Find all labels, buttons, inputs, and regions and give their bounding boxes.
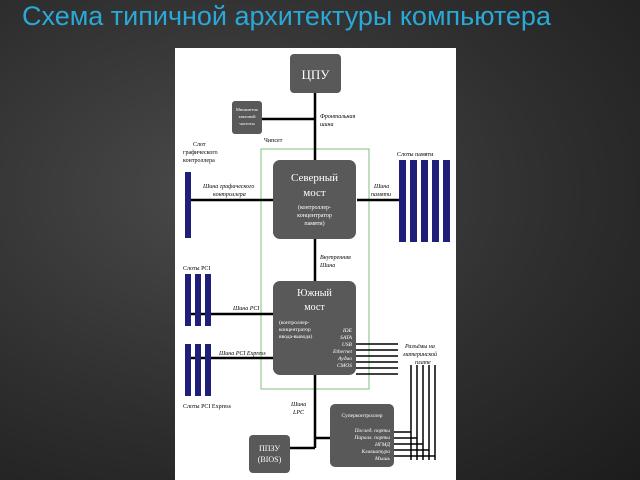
- memory-slots-label: Слоты памяти: [397, 152, 434, 158]
- pci-slot: [195, 274, 201, 326]
- graphics-slot-label-line3: контроллера: [183, 158, 215, 164]
- southbridge-port-usb: USB: [342, 342, 353, 348]
- southbridge-port-sata: SATA: [340, 335, 353, 341]
- pcie-slots: [185, 344, 211, 396]
- superio-port-keyboard: Клавиатура: [361, 449, 391, 455]
- memory-slot: [410, 160, 417, 242]
- memory-slots: [399, 160, 450, 242]
- bios-label-line1: ППЗУ: [259, 444, 280, 453]
- graphics-bus-label-line2: контроллера: [213, 192, 246, 198]
- onboard-label-line1: Разъёмы на: [404, 344, 435, 350]
- graphics-slot: [185, 172, 191, 238]
- superio-block: [330, 404, 394, 467]
- southbridge-title-line2: мост: [304, 302, 325, 313]
- southbridge-port-audio: Аудио: [337, 355, 352, 362]
- memory-slot: [432, 160, 439, 242]
- superio-port-serial: Послед. порты: [354, 427, 391, 434]
- southbridge-sub-line2: концентратор: [279, 327, 311, 333]
- southbridge-port-ide: IDE: [342, 328, 353, 334]
- bios-block: [249, 435, 290, 473]
- pcie-slots-label: Слоты PCI Express: [183, 404, 232, 410]
- multiplier-label-line3: частоты: [239, 121, 254, 126]
- northbridge-sub-line2: концентратор: [297, 213, 332, 219]
- southbridge-port-ethernet: Ethernet: [332, 349, 352, 355]
- architecture-diagram: ЦПУ Множитель тактовой частоты Северный …: [175, 48, 456, 480]
- slide-title: Схема типичной архитектуры компьютера: [22, 1, 551, 31]
- northbridge-title-line1: Северный: [291, 172, 338, 184]
- pci-slot: [205, 274, 211, 326]
- superio-title: Суперконтроллер: [341, 413, 382, 419]
- southbridge-block: [273, 281, 356, 375]
- cpu-block: [290, 54, 341, 93]
- graphics-slot-label-line1: Слот: [193, 142, 206, 148]
- bios-label-line2: (BIOS): [258, 455, 282, 464]
- bus-lines: [189, 93, 400, 450]
- lpc-bus-label-line2: LPC: [292, 410, 305, 416]
- northbridge-sub-line3: памяти): [304, 220, 324, 227]
- multiplier-label-line1: Множитель: [236, 107, 258, 112]
- lpc-bus-label-line1: Шина: [290, 402, 306, 408]
- superio-port-parallel: Паралл. порты: [353, 435, 390, 441]
- southbridge-sub-line1: (контроллер-: [279, 319, 309, 326]
- northbridge-title-line2: мост: [303, 187, 326, 199]
- pci-slots-label: Слоты PCI: [183, 266, 210, 272]
- pcie-slot: [185, 344, 191, 396]
- onboard-label-line2: материнской: [402, 351, 437, 358]
- memory-bus-label-line1: Шина: [373, 184, 389, 190]
- memory-slot: [421, 160, 428, 242]
- memory-slot: [399, 160, 406, 242]
- memory-bus-label-line2: памяти: [371, 192, 391, 198]
- memory-slot: [443, 160, 450, 242]
- pcie-slot: [195, 344, 201, 396]
- northbridge-block: [273, 160, 356, 239]
- southbridge-port-cmos: CMOS: [337, 363, 352, 369]
- frontside-bus-label-line1: Фронтальная: [320, 114, 356, 120]
- northbridge-sub-line1: (контроллер-: [298, 204, 331, 211]
- superio-port-mouse: Мышь: [374, 456, 390, 462]
- onboard-port-lines: [356, 343, 436, 460]
- onboard-label-line3: плате: [415, 360, 431, 366]
- graphics-bus-label-line1: Шина графического: [202, 183, 254, 190]
- frontside-bus-label-line2: шина: [320, 122, 334, 128]
- pci-slot: [185, 274, 191, 326]
- chipset-label: Чипсет: [264, 138, 283, 144]
- pci-bus-label: Шина PCI: [232, 306, 260, 312]
- cpu-label: ЦПУ: [302, 67, 331, 82]
- internal-bus-label-line1: Внутренняя: [320, 255, 351, 261]
- southbridge-title-line1: Южный: [297, 288, 332, 299]
- pcie-slot: [205, 344, 211, 396]
- superio-port-fdd: НГМД: [374, 442, 391, 448]
- multiplier-block: [232, 101, 262, 134]
- internal-bus-label-line2: Шина: [319, 263, 335, 269]
- pcie-bus-label: Шина PCI Express: [218, 351, 266, 357]
- pci-slots: [185, 274, 211, 326]
- southbridge-sub-line3: ввода-вывода): [279, 333, 313, 340]
- diagram-canvas: ЦПУ Множитель тактовой частоты Северный …: [183, 54, 450, 473]
- graphics-slot-label-line2: графического: [183, 149, 218, 156]
- multiplier-label-line2: тактовой: [238, 114, 256, 119]
